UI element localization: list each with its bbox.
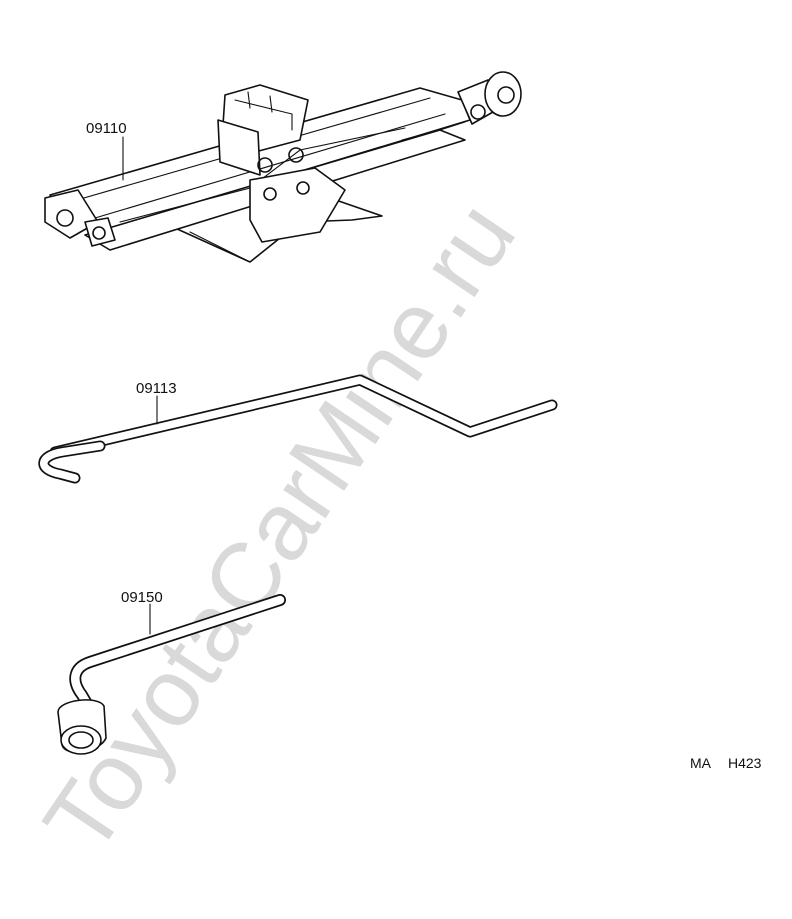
part-label-09113: 09113	[136, 380, 177, 397]
jack-handle-illustration	[38, 374, 558, 484]
wrench-illustration	[57, 594, 286, 755]
jack-illustration	[44, 71, 522, 263]
part-label-09150: 09150	[121, 589, 163, 606]
watermark: ToyotaCarMine.ru	[24, 184, 536, 872]
part-label-09110: 09110	[86, 120, 127, 137]
diagram-code-prefix: MA	[690, 755, 712, 771]
diagram-code-id: H423	[728, 755, 762, 771]
